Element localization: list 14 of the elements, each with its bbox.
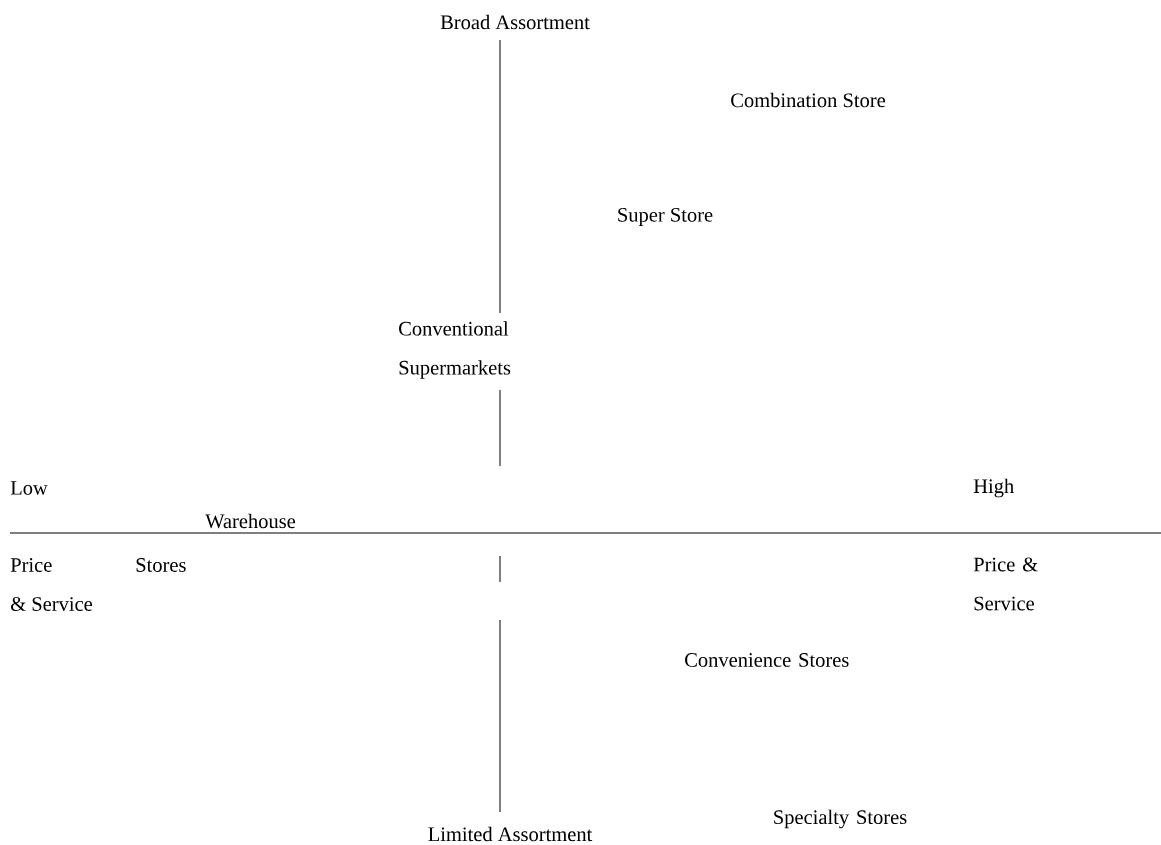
store-type-label: Super Store	[618, 208, 713, 226]
axis-label: Low	[10, 481, 48, 495]
axis-label: Limited Assortment	[428, 826, 593, 842]
axis-label: & Service	[11, 597, 93, 611]
store-type-label: Stores	[136, 558, 186, 572]
store-type-label: Warehouse	[205, 513, 296, 529]
store-type-label: Convenience Stores	[685, 653, 849, 667]
axis-label: Broad Assortment	[440, 14, 590, 30]
axis-label: Price	[10, 558, 52, 572]
store-type-label: Combination Store	[731, 92, 886, 108]
axis-label: High	[973, 478, 1014, 498]
store-type-label: Specialty Stores	[774, 809, 907, 829]
axis-label: Price & Service	[973, 557, 1038, 611]
store-type-label: Conventional Supermarkets	[399, 321, 511, 379]
